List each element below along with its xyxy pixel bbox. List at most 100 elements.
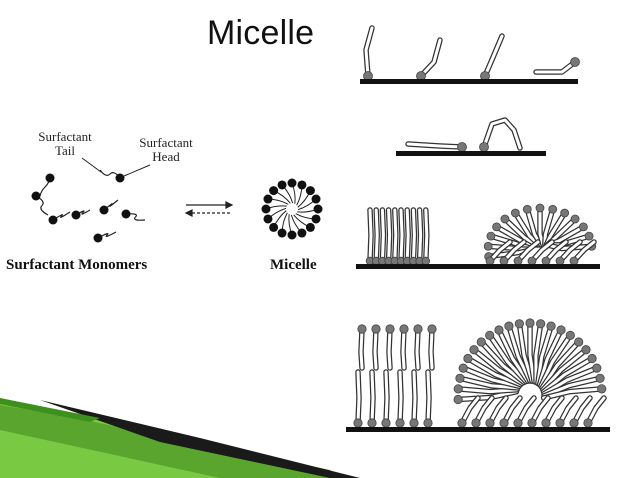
- slide-title: Micelle: [207, 14, 315, 52]
- monomer-head: [31, 191, 41, 201]
- monomer-head: [121, 209, 131, 219]
- surfactant-head: [583, 418, 593, 428]
- micelle-head: [263, 214, 273, 224]
- micelle-head: [277, 180, 287, 190]
- surfactant-head: [514, 319, 524, 329]
- surfactant-head: [574, 337, 584, 347]
- surfactant-head: [587, 353, 597, 364]
- surfactant-head: [513, 256, 523, 266]
- head-label-line2: Head: [152, 149, 180, 164]
- surfactant-head: [541, 418, 551, 428]
- micelle-head: [263, 194, 273, 204]
- surfactant-tail: [374, 208, 379, 263]
- surfactant-head: [367, 418, 377, 428]
- surfactant-head: [399, 324, 409, 334]
- monomer-tail: [75, 209, 91, 216]
- surfactant-head: [555, 418, 565, 428]
- equilibrium-arrows: [184, 201, 234, 217]
- surfactant-head: [584, 231, 594, 241]
- monomer-tail: [52, 211, 71, 221]
- surfactant-tail: [572, 240, 596, 263]
- surfactant-tail: [542, 366, 599, 396]
- surfactant-tail: [540, 340, 581, 390]
- surfactant-tail: [479, 340, 526, 384]
- surfactant-tail: [544, 396, 564, 425]
- tail-leader-line: [81, 157, 102, 173]
- surfactant-tail: [534, 60, 577, 74]
- surfactant-tail: [541, 348, 588, 392]
- micelle-head: [277, 228, 287, 238]
- surfactant-tail: [387, 327, 392, 370]
- surfactant-tail: [424, 208, 429, 263]
- substrate-bar: [360, 79, 578, 84]
- surfactant-tail: [418, 208, 423, 263]
- surfactant-head: [535, 203, 545, 213]
- surfactant-head: [513, 418, 523, 428]
- surfactant-tail: [542, 376, 602, 398]
- micelle-head: [269, 186, 279, 196]
- surfactant-tail: [406, 142, 464, 149]
- surfactant-head: [569, 256, 579, 266]
- tail-label: Surfactant Tail: [30, 130, 100, 158]
- surfactant-tail: [507, 324, 532, 383]
- head-label-line1: Surfactant: [139, 135, 193, 150]
- surfactant-head: [556, 325, 566, 335]
- surfactant-tail: [516, 240, 540, 263]
- surfactant-head: [560, 208, 570, 218]
- surfactant-tail: [405, 208, 410, 263]
- surfactant-head: [357, 324, 367, 334]
- surfactant-tail: [530, 240, 554, 263]
- monomer-tail: [125, 213, 146, 221]
- surfactant-tail: [474, 396, 494, 425]
- micelle-head: [287, 178, 297, 188]
- substrate-bar: [356, 264, 600, 269]
- surfactant-head: [510, 208, 520, 218]
- monomer-tail: [103, 199, 119, 211]
- surfactant-head: [570, 214, 580, 224]
- surfactant-head: [421, 256, 430, 266]
- monomer-head: [115, 173, 125, 183]
- surfactant-head: [479, 142, 489, 152]
- micelle-head: [269, 222, 279, 232]
- surfactant-head: [548, 204, 558, 214]
- micelle-label: Micelle: [270, 257, 317, 273]
- surfactant-tail: [586, 396, 606, 425]
- surfactant-head: [492, 222, 502, 232]
- surfactant-tail: [488, 240, 512, 263]
- surfactant-head: [494, 325, 504, 335]
- micelle-head: [261, 204, 271, 214]
- surfactant-tail: [461, 366, 521, 388]
- tail-label-line1: Surfactant: [38, 129, 92, 144]
- surfactant-head: [476, 337, 486, 347]
- micelle-head: [311, 194, 321, 204]
- surfactant-head: [569, 418, 579, 428]
- surfactant-tail: [356, 370, 361, 425]
- monomer-head: [45, 173, 55, 183]
- surfactant-tail: [466, 357, 523, 387]
- surfactant-head: [522, 204, 532, 214]
- surfactant-head: [469, 345, 479, 355]
- surfactant-tail: [488, 333, 528, 384]
- surfactant-head: [463, 353, 473, 364]
- surfactant-tail: [380, 208, 385, 263]
- micelle-head: [305, 222, 315, 232]
- surfactant-tail: [502, 396, 522, 425]
- surfactant-tail: [534, 322, 543, 384]
- surfactant-head: [525, 318, 535, 328]
- surfactant-head: [483, 241, 493, 251]
- monomer-tail: [97, 231, 117, 239]
- surfactant-head: [381, 418, 391, 428]
- panel-monolayer: [356, 203, 600, 269]
- surfactant-tail: [516, 396, 536, 425]
- surfactant-head: [546, 321, 556, 331]
- surfactant-tail: [542, 357, 594, 394]
- surfactant-tail: [558, 240, 582, 263]
- head-label: Surfactant Head: [130, 136, 202, 164]
- surfactant-tail: [502, 240, 526, 263]
- surfactant-head: [555, 256, 565, 266]
- surfactant-head: [597, 384, 607, 394]
- monomer-head: [48, 215, 58, 225]
- surfactant-tail: [426, 370, 431, 425]
- monomers-group: [31, 169, 146, 243]
- small-micelle: [261, 178, 323, 240]
